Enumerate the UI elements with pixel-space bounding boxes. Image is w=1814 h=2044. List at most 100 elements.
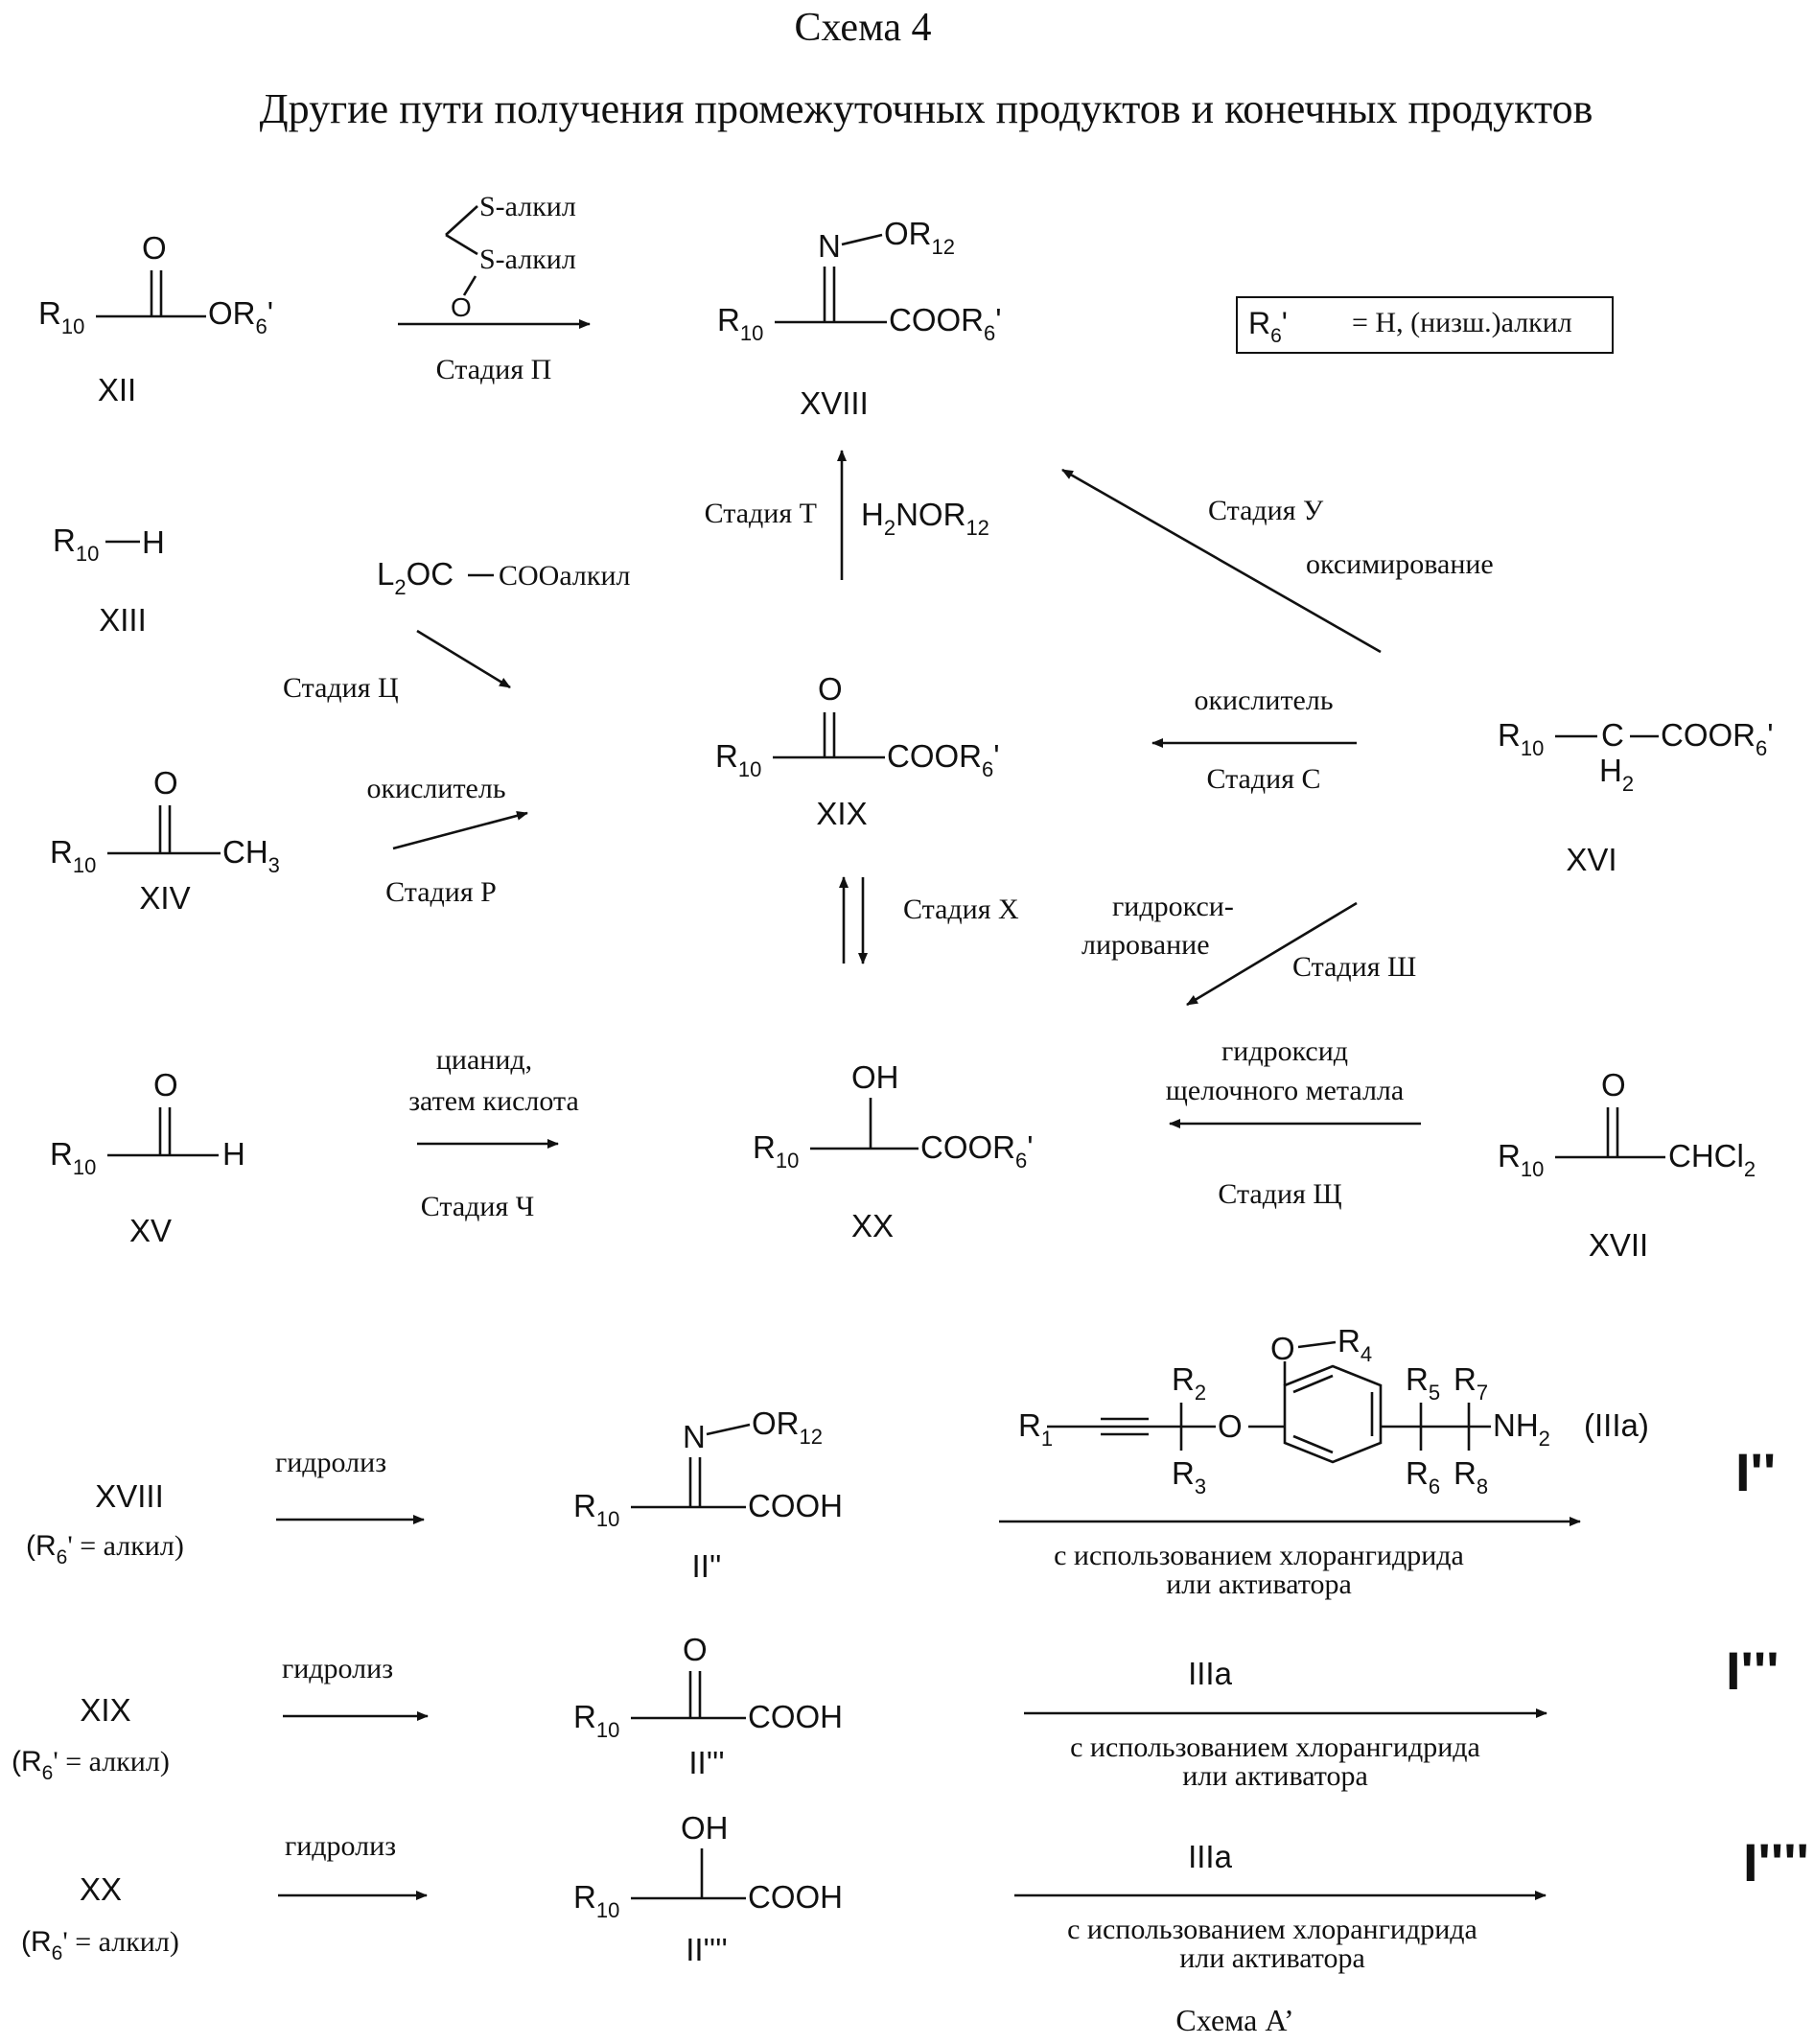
scheme-footer: Схема A’	[1175, 2003, 1293, 2037]
svg-text:N: N	[683, 1419, 706, 1454]
svg-text:N: N	[818, 228, 841, 264]
svg-text:O: O	[1270, 1331, 1295, 1366]
compound-label: XX	[80, 1871, 122, 1907]
svg-text:(IIIa): (IIIa)	[1584, 1407, 1649, 1443]
compound-label: XIX	[80, 1692, 130, 1728]
svg-text:R3: R3	[1172, 1455, 1206, 1498]
svg-text:H2: H2	[1599, 753, 1634, 796]
svg-text:COOH: COOH	[748, 1879, 843, 1915]
arrow-stage-R	[393, 813, 527, 848]
svg-text:OH: OH	[681, 1810, 729, 1846]
svg-text:R4: R4	[1337, 1323, 1372, 1366]
svg-text:R10: R10	[50, 834, 96, 877]
compound-label: XVI	[1566, 842, 1616, 877]
svg-text:NH2: NH2	[1493, 1407, 1550, 1451]
svg-text:(R6' = алкил): (R6' = алкил)	[21, 1926, 179, 1964]
stage-Ts-reagent-ester: COOалкил	[499, 560, 631, 592]
svg-text:O: O	[142, 230, 167, 266]
amine-IIIa-structure: R1 R2 R3 O O R4 R5 R7 R6 R8	[1018, 1323, 1649, 1498]
svg-text:гидролиз: гидролиз	[285, 1830, 396, 1862]
svg-text:R1: R1	[1018, 1407, 1053, 1451]
stage-S: Стадия С	[1206, 763, 1320, 795]
svg-text:COOR6': COOR6'	[889, 302, 1002, 345]
compound-label: XVIII	[95, 1478, 164, 1514]
stage-T-reagent: H2NOR12	[861, 497, 989, 540]
stage-Sh: Стадия Ш	[1292, 951, 1416, 983]
svg-text:O: O	[451, 292, 472, 322]
stage-R: Стадия Р	[385, 876, 497, 908]
svg-text:COOR6': COOR6'	[887, 738, 1000, 781]
product-I2: I''	[1735, 1442, 1776, 1502]
stage-R-reagent: окислитель	[366, 773, 505, 804]
stage-P: Стадия П	[436, 354, 552, 385]
svg-text:H: H	[222, 1136, 245, 1172]
svg-text:с использованием хлорангидрида: с использованием хлорангидрида	[1054, 1540, 1464, 1571]
arrow-stage-Ts	[417, 631, 510, 687]
svg-text:= H, (низш.)алкил: = H, (низш.)алкил	[1352, 307, 1572, 338]
svg-text:O: O	[1601, 1067, 1626, 1103]
svg-text:гидролиз: гидролиз	[275, 1447, 386, 1478]
svg-text:R7: R7	[1454, 1361, 1488, 1405]
svg-text:OH: OH	[851, 1059, 899, 1095]
svg-text:COOR6': COOR6'	[920, 1129, 1034, 1173]
svg-text:R10: R10	[715, 738, 761, 781]
svg-text:OR12: OR12	[752, 1405, 823, 1449]
row-hydrolysis-XVIII: XVIII (R6' = алкил) гидролиз N OR12 R10 …	[26, 1323, 1776, 1600]
stage-P-reagent: S-алкил S-алкил O	[446, 191, 576, 322]
stage-Shch-reagent-2: щелочного металла	[1166, 1075, 1404, 1106]
compound-label: XX	[851, 1208, 894, 1243]
svg-text:R10: R10	[38, 295, 84, 338]
compound-label: II''''	[686, 1932, 728, 1967]
compound-label: XIV	[139, 880, 190, 916]
svg-text:или активатора: или активатора	[1179, 1942, 1365, 1974]
compound-label: II'''	[688, 1745, 724, 1780]
scheme-subtitle: Другие пути получения промежуточных прод…	[260, 85, 1593, 132]
svg-text:R10: R10	[573, 1699, 619, 1742]
stage-Sh-reagent-2: лирование	[1081, 929, 1210, 961]
svg-text:R6': R6'	[1248, 306, 1288, 347]
row-hydrolysis-XIX: XIX (R6' = алкил) гидролиз O R10 COOH II…	[12, 1632, 1779, 1792]
stage-Sh-reagent-1: гидрокси-	[1112, 891, 1234, 922]
svg-text:гидролиз: гидролиз	[282, 1653, 393, 1684]
svg-text:COOH: COOH	[748, 1488, 843, 1523]
svg-text:O: O	[818, 671, 843, 707]
svg-text:R10: R10	[50, 1136, 96, 1179]
compound-label: XVII	[1589, 1227, 1648, 1263]
svg-text:R2: R2	[1172, 1361, 1206, 1405]
svg-text:с использованием хлорангидрида: с использованием хлорангидрида	[1070, 1731, 1480, 1763]
compound-XX: OH R10 COOR6' XX	[753, 1059, 1034, 1243]
stage-Ch-reagent-2: затем кислота	[408, 1085, 579, 1117]
product-I3: I'''	[1726, 1640, 1779, 1701]
scheme-title: Схема 4	[794, 6, 931, 50]
svg-text:R10: R10	[573, 1879, 619, 1922]
compound-XV: O R10 H XV	[50, 1067, 245, 1248]
stage-S-reagent: окислитель	[1194, 685, 1333, 716]
svg-text:или активатора: или активатора	[1166, 1568, 1352, 1600]
svg-text:O: O	[1218, 1408, 1243, 1444]
svg-text:R5: R5	[1406, 1361, 1440, 1405]
product-I4: I''''	[1743, 1832, 1809, 1893]
compound-XVII: O R10 CHCl2 XVII	[1498, 1067, 1756, 1263]
compound-XIV: O R10 CH3 XIV	[50, 765, 280, 916]
svg-text:(R6' = алкил): (R6' = алкил)	[26, 1530, 184, 1568]
svg-text:S-алкил: S-алкил	[479, 244, 576, 275]
stage-U: Стадия У	[1208, 495, 1324, 526]
compound-label: XIX	[816, 796, 867, 831]
svg-text:O: O	[153, 765, 178, 801]
svg-text:R6: R6	[1406, 1455, 1440, 1498]
compound-XVIII: N OR12 R10 COOR6' XVIII	[717, 216, 1002, 421]
svg-text:O: O	[683, 1632, 708, 1667]
stage-T: Стадия Т	[705, 498, 817, 529]
svg-text:IIIa: IIIa	[1188, 1656, 1233, 1691]
compound-XVI: R10 C H2 COOR6' XVI	[1498, 717, 1774, 877]
stage-Ts: Стадия Ц	[283, 672, 399, 704]
svg-text:COOR6': COOR6'	[1661, 717, 1774, 760]
stage-Ch-reagent-1: цианид,	[436, 1044, 532, 1076]
svg-text:R10: R10	[1498, 717, 1544, 760]
svg-text:с использованием хлорангидрида: с использованием хлорангидрида	[1067, 1914, 1477, 1945]
compound-label: II''	[692, 1548, 722, 1584]
compound-label: XVIII	[800, 385, 869, 421]
svg-text:COOH: COOH	[748, 1699, 843, 1734]
svg-text:OR6': OR6'	[208, 295, 273, 338]
